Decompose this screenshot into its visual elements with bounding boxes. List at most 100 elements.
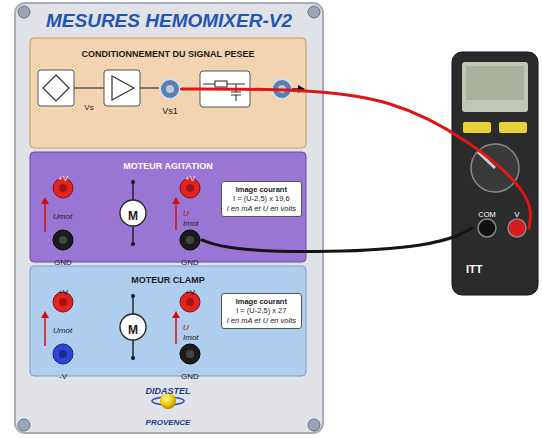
wire-dot — [131, 242, 135, 246]
terminal-hole — [186, 184, 194, 192]
section-ground — [30, 152, 306, 262]
terminal-hole — [59, 298, 67, 306]
section-heading: MOTEUR AGITATION — [123, 162, 212, 171]
info-box: Image courantI = (U-2,5) x 27I en mA et … — [221, 293, 302, 329]
clamp-section: MOTEUR CLAMPImage courantI = (U-2,5) x 2… — [30, 266, 306, 376]
terminal-label: +V — [185, 175, 195, 183]
test-lead — [202, 228, 472, 252]
motor-letter: M — [128, 324, 138, 336]
bnc-socket-core — [166, 85, 174, 93]
text-slot: +V — [185, 282, 195, 298]
resistor-symbol — [215, 81, 227, 87]
motor-symbol — [120, 314, 146, 340]
text-slot: GND — [181, 252, 199, 268]
text-slot: Umot — [53, 320, 72, 336]
section-heading: CONDITIONNEMENT DU SIGNAL PESEE — [82, 50, 255, 59]
terminal-hole — [59, 236, 67, 244]
voltage-arrow — [44, 202, 46, 232]
display-screen — [466, 66, 524, 100]
text-slot: Umot — [53, 206, 72, 222]
black-terminal — [53, 230, 73, 250]
terminal-hole — [186, 350, 194, 358]
text-slot: +V — [58, 282, 68, 298]
section-ground — [30, 38, 306, 148]
volt-socket — [508, 219, 526, 237]
current-arrowhead — [172, 197, 180, 204]
meter-button — [463, 122, 491, 133]
terminal-hole — [59, 350, 67, 358]
text-slot: CONDITIONNEMENT DU SIGNAL PESEE — [82, 44, 255, 60]
text-slot: PROVENCE — [146, 412, 191, 428]
agitation-section: MOTEUR AGITATIONGNDImage courantI = (U-2… — [30, 152, 306, 262]
bridge-block — [38, 70, 74, 106]
text-slot: GND — [54, 252, 72, 268]
black-terminal — [180, 344, 200, 364]
current-arrow — [175, 202, 177, 230]
wire-dot — [131, 180, 135, 184]
voltage-label: U — [183, 324, 189, 332]
black-terminal — [180, 230, 200, 250]
voltage-arrowhead — [41, 311, 49, 318]
text-slot: +V — [185, 168, 195, 184]
volt-jack: V — [505, 204, 529, 238]
text-slot: MOTEUR AGITATION — [123, 156, 212, 172]
multimeter: ITTCOMV — [452, 52, 538, 295]
voltage-arrow — [44, 316, 46, 346]
terminal-label: GND — [181, 373, 199, 381]
terminal-hole — [186, 236, 194, 244]
text-slot: V — [514, 204, 519, 220]
screw — [18, 419, 30, 431]
text-slot: U — [183, 203, 189, 219]
com-jack: COM — [472, 204, 502, 238]
jack-label: V — [514, 211, 519, 219]
text-slot: M — [128, 321, 138, 337]
info-text: I en mA et U en volts — [227, 316, 296, 325]
signal-line — [74, 87, 104, 88]
current-label: Imot — [183, 334, 199, 342]
bnc-socket — [160, 79, 180, 99]
terminal-label: GND — [54, 259, 72, 267]
wire-dot — [131, 356, 135, 360]
text-slot: -V — [59, 366, 67, 382]
terminal-label: +V — [185, 289, 195, 297]
logo-text: DIDASTEL — [146, 387, 191, 396]
multimeter-body — [452, 52, 538, 295]
screw — [18, 6, 30, 18]
bridge-symbol — [43, 75, 69, 101]
amplifier-symbol — [112, 76, 134, 100]
screw — [308, 419, 320, 431]
text-slot: U — [183, 317, 189, 333]
amplifier-block — [104, 70, 140, 106]
com-socket — [478, 219, 496, 237]
text-slot: DIDASTEL — [146, 381, 191, 397]
voltage-label: Umot — [53, 213, 72, 221]
current-arrow — [175, 316, 177, 344]
screw — [308, 6, 320, 18]
gnd-terminal: GND — [178, 228, 202, 260]
voltage-label: Umot — [53, 327, 72, 335]
signal-line — [140, 87, 160, 88]
logo-text: PROVENCE — [146, 419, 191, 427]
panel-title: MESURES HEMOMIXER-V2 — [46, 11, 292, 30]
voltage-label: U — [183, 210, 189, 218]
wire-dot — [131, 294, 135, 298]
motor-symbol — [120, 200, 146, 226]
info-text: I en mA et U en volts — [227, 204, 296, 213]
text-slot: M — [128, 207, 138, 223]
terminal-label: GND — [181, 259, 199, 267]
test-lead — [182, 89, 530, 228]
voltage-arrowhead — [41, 197, 49, 204]
info-text: I = (U-2,5) x 19,6 — [227, 194, 296, 203]
terminal-label: +V — [58, 289, 68, 297]
socket-label: Vs1 — [162, 107, 178, 116]
vs1-socket: Vs1 — [158, 76, 182, 112]
terminal-label: +V — [58, 175, 68, 183]
terminal-label: -V — [59, 373, 67, 381]
display-frame — [462, 62, 528, 112]
current-label: Imot — [183, 220, 199, 228]
text-slot: GND — [181, 366, 199, 382]
info-text: I = (U-2,5) x 27 — [227, 306, 296, 315]
